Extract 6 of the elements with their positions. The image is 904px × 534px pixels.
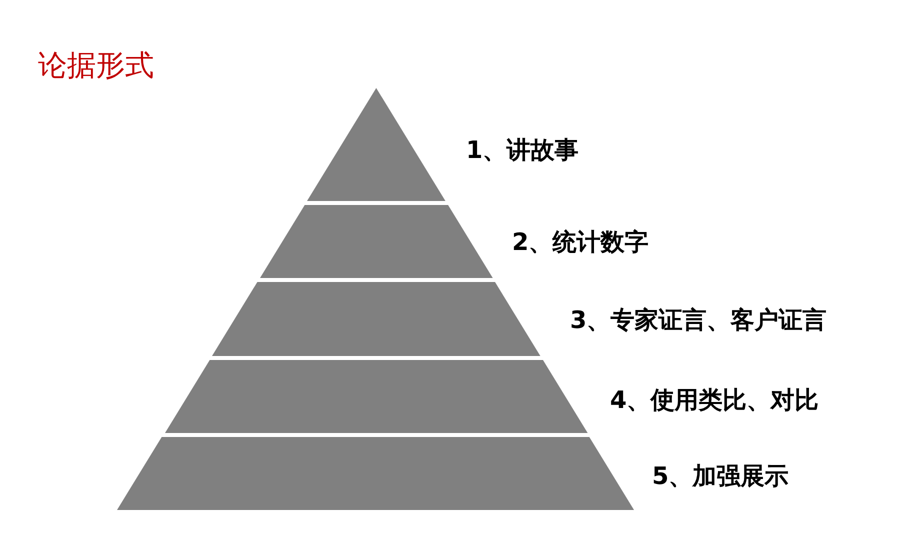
layer-label: 5、加强展示: [652, 461, 789, 491]
slide-title: 论据形式: [38, 47, 154, 84]
layer-label: 2、统计数字: [512, 227, 649, 257]
layer-label: 3、专家证言、客户证言: [570, 305, 827, 335]
layer-label: 4、使用类比、对比: [610, 385, 819, 415]
layer-label: 1、讲故事: [466, 135, 579, 165]
